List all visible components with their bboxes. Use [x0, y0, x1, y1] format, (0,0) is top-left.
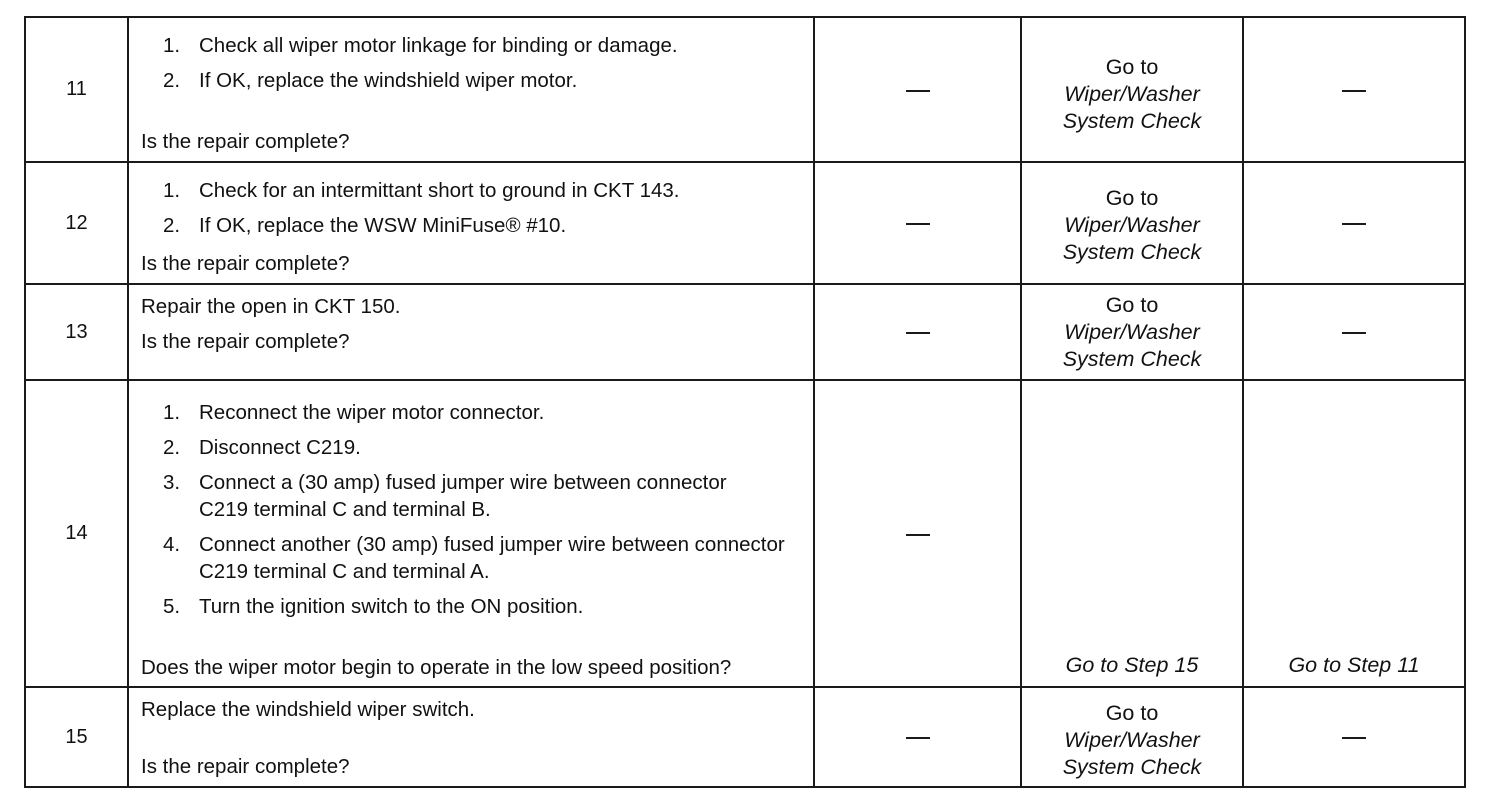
step-number: 12 — [24, 161, 129, 285]
action-cell: Repair the open in CKT 150. Is the repai… — [127, 283, 815, 381]
goto-prefix: Go to — [1105, 700, 1159, 725]
value-cell — [813, 161, 1022, 285]
action-cell: 1.Check all wiper motor linkage for bind… — [127, 16, 815, 163]
action-item: 2.If OK, replace the windshield wiper mo… — [163, 69, 578, 92]
step-number: 14 — [24, 379, 129, 688]
action-item: 4.Connect another (30 amp) fused jumper … — [163, 533, 785, 583]
table-row: 12 1.Check for an intermittant short to … — [24, 161, 1466, 285]
no-dash — [1342, 223, 1366, 226]
value-dash — [905, 89, 930, 92]
action-item: 1.Check for an intermittant short to gro… — [163, 179, 680, 202]
action-line: Repair the open in CKT 150. — [141, 295, 401, 318]
value-dash — [905, 332, 930, 335]
goto-prefix: Go to — [1105, 185, 1159, 210]
action-item: 2.If OK, replace the WSW MiniFuse® #10. — [163, 214, 567, 237]
step-number: 15 — [24, 686, 129, 788]
table-row: 15 Replace the windshield wiper switch. … — [24, 686, 1466, 788]
no-cell — [1242, 16, 1466, 163]
action-item: 1.Check all wiper motor linkage for bind… — [163, 34, 678, 57]
goto-link[interactable]: Wiper/Washer System Check — [1062, 727, 1202, 779]
goto-prefix: Go to — [1105, 292, 1159, 317]
yes-cell: Go to Step 15 — [1020, 379, 1244, 688]
step-number: 11 — [24, 16, 129, 163]
goto-step-15[interactable]: Go to Step 15 — [1065, 653, 1199, 677]
value-dash — [905, 223, 930, 226]
table-row: 14 1.Reconnect the wiper motor connector… — [24, 379, 1466, 688]
goto-link[interactable]: Wiper/Washer System Check — [1062, 82, 1202, 133]
no-cell — [1242, 161, 1466, 285]
goto-prefix: Go to — [1105, 55, 1159, 79]
yes-cell: Go to Wiper/Washer System Check — [1020, 161, 1244, 285]
action-item: 3.Connect a (30 amp) fused jumper wire b… — [163, 471, 727, 521]
question-text: Does the wiper motor begin to operate in… — [141, 656, 732, 679]
yes-cell: Go to Wiper/Washer System Check — [1020, 16, 1244, 163]
value-cell — [813, 16, 1022, 163]
no-dash — [1342, 332, 1366, 335]
value-cell — [813, 686, 1022, 788]
question-text: Is the repair complete? — [141, 330, 350, 353]
no-cell — [1242, 283, 1466, 381]
goto-link[interactable]: Wiper/Washer System Check — [1062, 212, 1202, 264]
goto-link[interactable]: Wiper/Washer System Check — [1062, 319, 1202, 371]
no-cell: Go to Step 11 — [1242, 379, 1466, 688]
question-text: Is the repair complete? — [141, 252, 350, 275]
no-dash — [1342, 737, 1366, 740]
value-cell — [813, 283, 1022, 381]
yes-cell: Go to Wiper/Washer System Check — [1020, 686, 1244, 788]
no-dash — [1342, 89, 1366, 92]
table-row: 11 1.Check all wiper motor linkage for b… — [24, 16, 1466, 163]
action-item: 5.Turn the ignition switch to the ON pos… — [163, 595, 584, 618]
action-cell: Replace the windshield wiper switch. Is … — [127, 686, 815, 788]
value-cell — [813, 379, 1022, 688]
action-item: 1.Reconnect the wiper motor connector. — [163, 401, 545, 424]
yes-cell: Go to Wiper/Washer System Check — [1020, 283, 1244, 381]
value-dash — [905, 737, 930, 740]
step-number: 13 — [24, 283, 129, 381]
no-cell — [1242, 686, 1466, 788]
action-item: 2.Disconnect C219. — [163, 436, 361, 459]
diagnostic-table: 11 1.Check all wiper motor linkage for b… — [24, 16, 1466, 788]
value-dash — [905, 533, 930, 536]
question-text: Is the repair complete? — [141, 755, 350, 778]
action-cell: 1.Reconnect the wiper motor connector. 2… — [127, 379, 815, 688]
action-line: Replace the windshield wiper switch. — [141, 698, 475, 721]
action-cell: 1.Check for an intermittant short to gro… — [127, 161, 815, 285]
table-row: 13 Repair the open in CKT 150. Is the re… — [24, 283, 1466, 381]
question-text: Is the repair complete? — [141, 130, 350, 153]
goto-step-11[interactable]: Go to Step 11 — [1288, 653, 1420, 677]
